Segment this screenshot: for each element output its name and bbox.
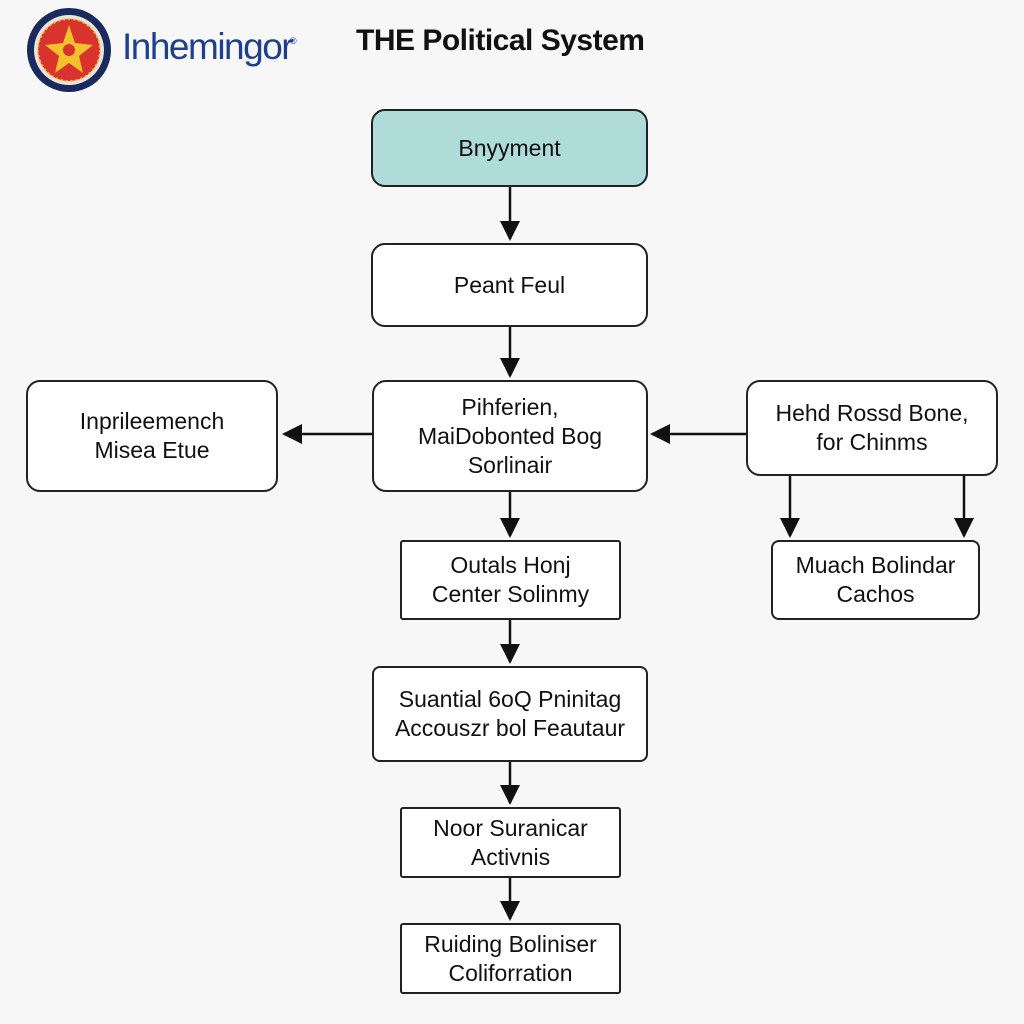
node-fourth: Outals Honj Center Solinmy	[400, 540, 621, 620]
logo-emblem-icon	[27, 8, 111, 92]
node-fifth-label: Suantial 6oQ Pninitag Accouszr bol Feaut…	[394, 686, 626, 741]
node-second: Peant Feul	[371, 243, 648, 327]
node-center-label: Pihferien, MaiDobonted Bog Sorlinair	[417, 393, 603, 478]
brand-registered-mark: ®	[290, 36, 297, 46]
node-fourth-label: Outals Honj Center Solinmy	[431, 552, 590, 607]
node-seventh: Ruiding Boliniser Coliforration	[400, 923, 621, 994]
node-top: Bnyyment	[371, 109, 648, 187]
node-sixth: Noor Suranicar Activnis	[400, 807, 621, 878]
page-title: THE Political System	[356, 24, 645, 57]
node-top-label: Bnyyment	[458, 134, 561, 161]
node-right-top: Hehd Rossd Bone, for Chinms	[746, 380, 998, 476]
node-fifth: Suantial 6oQ Pninitag Accouszr bol Feaut…	[372, 666, 648, 762]
node-left: Inprileemench Misea Etue	[26, 380, 278, 492]
node-right-bottom: Muach Bolindar Cachos	[771, 540, 980, 620]
node-right-top-label: Hehd Rossd Bone, for Chinms	[775, 400, 969, 455]
node-left-label: Inprileemench Misea Etue	[79, 408, 225, 463]
node-seventh-label: Ruiding Boliniser Coliforration	[424, 930, 597, 986]
node-right-bottom-label: Muach Bolindar Cachos	[795, 552, 956, 607]
node-center: Pihferien, MaiDobonted Bog Sorlinair	[372, 380, 648, 492]
node-second-label: Peant Feul	[453, 271, 566, 298]
node-sixth-label: Noor Suranicar Activnis	[433, 814, 588, 870]
brand-name: Inhemingor	[122, 26, 294, 67]
